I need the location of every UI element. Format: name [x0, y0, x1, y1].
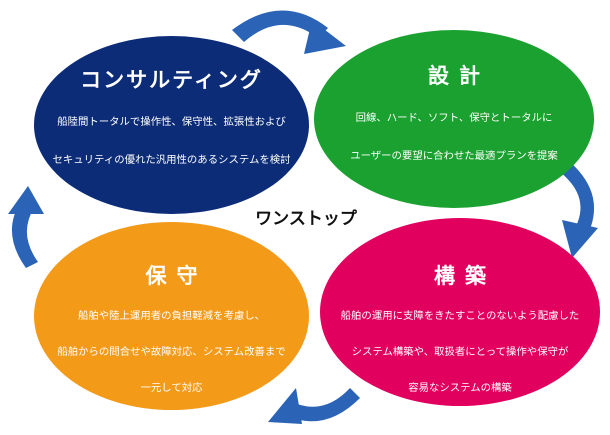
- design-title: 設計: [428, 64, 490, 88]
- center-label: ワンストップ: [255, 209, 357, 229]
- maintenance-desc-line-2: 船舶からの問合せや故障対応、システム改善まで: [57, 346, 286, 358]
- construction-desc-line-2: システム構築や、取扱者にとって操作や保守が: [351, 346, 569, 358]
- construction-desc-line-1: 船舶の運用に支障をきたすことのないよう配慮した: [340, 310, 580, 322]
- design-desc-line-2: ユーザーの要望に合わせた最適プランを提案: [350, 150, 558, 162]
- arrow-consulting-to-design: [232, 10, 346, 54]
- maintenance-desc-line-3: 一元して対応: [140, 382, 203, 394]
- design-step: 設計 回線、ハード、ソフト、保守とトータルに ユーザーの要望に合わせた最適プラン…: [314, 30, 594, 208]
- consulting-desc-line-2: セキュリティの優れた汎用性のあるシステムを検討: [52, 154, 291, 166]
- construction-title: 構築: [434, 264, 496, 288]
- consulting-desc-line-1: 船陸間トータルで操作性、保守性、拡張性および: [57, 116, 286, 128]
- construction-step: 構築 船舶の運用に支障をきたすことのないよう配慮した システム構築や、取扱者にと…: [320, 218, 600, 406]
- arrow-design-to-construction: [560, 162, 598, 258]
- design-desc-line-1: 回線、ハード、ソフト、保守とトータルに: [355, 112, 553, 124]
- maintenance-desc-line-1: 船舶や陸上運用者の負担軽減を考慮し、: [77, 310, 266, 322]
- consulting-step: コンサルティング 船陸間トータルで操作性、保守性、拡張性および セキュリティの優…: [34, 36, 309, 214]
- maintenance-title: 保守: [145, 264, 208, 288]
- arrow-maintenance-to-consulting: [8, 186, 44, 268]
- construction-desc-line-3: 容易なシステムの構築: [408, 382, 512, 394]
- arrow-construction-to-maintenance: [268, 388, 360, 424]
- maintenance-step: 保守 船舶や陸上運用者の負担軽減を考慮し、 船舶からの問合せや故障対応、システム…: [34, 222, 309, 410]
- consulting-title: コンサルティング: [80, 68, 263, 92]
